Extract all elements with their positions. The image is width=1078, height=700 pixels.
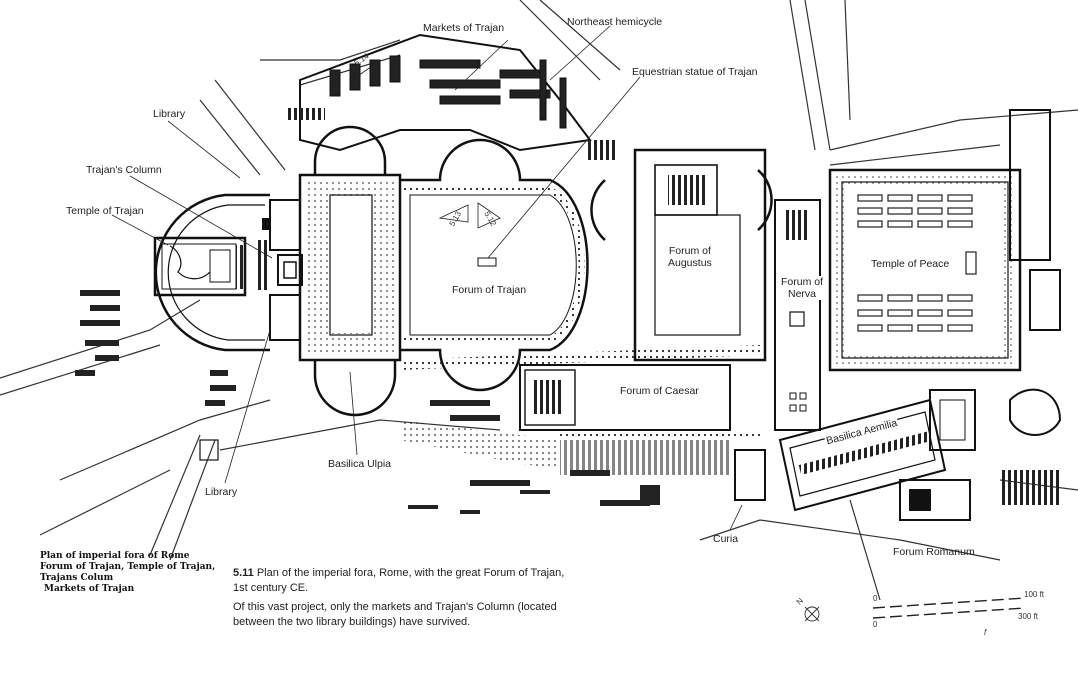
caption-left-line1: Plan of imperial fora of Rome [40, 551, 190, 561]
label-library-top: Library [153, 108, 186, 120]
scale-mark: f [984, 628, 987, 637]
label-forum-of-trajan: Forum of Trajan [452, 284, 527, 296]
north-arrow [804, 606, 820, 622]
forum-caesar-portico [400, 345, 760, 370]
western-buildings [75, 290, 236, 406]
label-forum-of-augustus-line2: Augustus [668, 257, 712, 269]
temple-of-peace-garden-beds [857, 194, 977, 332]
library-and-column-block [255, 199, 303, 341]
label-forum-of-augustus: Forum of Augustus [668, 245, 712, 269]
eastern-buildings [899, 109, 1062, 521]
figure-title: Plan of the imperial fora, Rome, with th… [233, 567, 565, 594]
forum-of-augustus [590, 148, 773, 362]
label-equestrian-statue: Equestrian statue of Trajan [632, 66, 758, 78]
caption-left: Plan of imperial fora of Rome Forum of T… [40, 551, 215, 595]
small-structure [199, 439, 219, 461]
label-forum-of-nerva-line2: Nerva [788, 288, 817, 300]
leader-lines [111, 25, 743, 531]
label-library-bottom: Library [205, 486, 238, 498]
label-forum-of-nerva-line1: Forum of [781, 276, 824, 288]
figure-number: 5.11 [233, 567, 254, 579]
label-basilica-ulpia: Basilica Ulpia [328, 458, 392, 470]
forum-of-caesar [519, 364, 731, 431]
figure-body: Of this vast project, only the markets a… [233, 601, 557, 628]
scale-zero-bottom: 0 [873, 620, 878, 629]
basilica-ulpia-nave [332, 197, 370, 333]
label-trajans-column: Trajan's Column [86, 164, 162, 176]
view-marker-shapes [351, 61, 501, 229]
scale-zero-top: 0 [873, 594, 878, 603]
southern-fragments [408, 400, 660, 514]
label-forum-romanum: Forum Romanum [893, 546, 975, 558]
scale-max-bottom: 300 ft [1018, 612, 1039, 621]
curia-building [734, 449, 766, 501]
caption-left-line4: Markets of Trajan [44, 584, 135, 594]
markets-of-trajan [285, 33, 615, 160]
southern-market-hall [400, 420, 560, 470]
temple-of-trajan-precinct [153, 193, 270, 352]
scale-max-top: 100 ft [1024, 590, 1045, 599]
temple-trajan-colonnade [236, 245, 244, 289]
forum-of-nerva [774, 199, 821, 431]
label-markets-of-trajan: Markets of Trajan [423, 22, 505, 34]
caption-left-line2: Forum of Trajan, Temple of Trajan, [40, 562, 216, 572]
label-forum-of-nerva: Forum of Nerva [780, 276, 825, 300]
caption-left-line3: Trajans Colum [40, 573, 114, 583]
label-northeast-hemicycle: Northeast hemicycle [567, 16, 663, 28]
temple-of-peace-court [846, 186, 1004, 354]
label-curia: Curia [713, 533, 739, 545]
label-forum-of-augustus-line1: Forum of [668, 245, 711, 257]
forum-caesar-south-portico [560, 430, 760, 436]
scale-bar [872, 597, 1026, 619]
label-temple-of-trajan: Temple of Trajan [66, 205, 144, 217]
forum-trajan-portico [400, 187, 585, 343]
southern-shops [560, 440, 730, 475]
label-forum-of-caesar: Forum of Caesar [620, 385, 699, 397]
label-temple-of-peace: Temple of Peace [870, 258, 951, 270]
forum-of-trajan [400, 138, 589, 392]
